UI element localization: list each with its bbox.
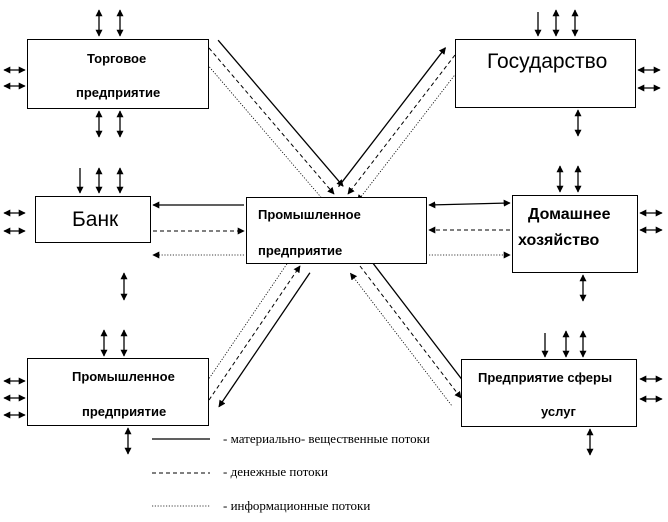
- link-state-info: [357, 62, 465, 202]
- node-services: [461, 359, 637, 427]
- link-state-material: [337, 47, 447, 188]
- node-center-line1: Промышленное: [258, 207, 361, 222]
- node-industrial-line2: предприятие: [82, 404, 167, 419]
- node-center-line2: предприятие: [258, 243, 343, 258]
- node-bank: [35, 196, 151, 243]
- node-state: [455, 39, 636, 108]
- node-household-line2: хозяйство: [518, 232, 600, 249]
- legend-material-label: - материально- вещественные потоки: [223, 431, 430, 446]
- node-center-industrial: [246, 197, 427, 264]
- link-trade-money: [208, 47, 335, 195]
- node-trade-line1: Торговое: [87, 51, 147, 66]
- link-industrial-material: [218, 272, 311, 408]
- node-industrial-line1: Промышленное: [72, 369, 175, 384]
- link-services-material: [369, 258, 472, 392]
- link-state-money: [347, 54, 456, 195]
- link-services-info: [350, 272, 452, 406]
- node-state-label: Государство: [487, 50, 608, 73]
- link-trade-info: [199, 55, 326, 203]
- node-bank-label: Банк: [72, 208, 119, 231]
- node-services-line2: услуг: [541, 404, 576, 419]
- link-trade-material: [217, 39, 344, 187]
- link-services-money: [359, 265, 462, 399]
- node-services-line1: Предприятие сферы: [478, 370, 613, 385]
- link-industrial-info: [198, 259, 291, 394]
- legend-money-label: - денежные потоки: [223, 464, 328, 479]
- node-trade-enterprise: [27, 39, 209, 109]
- node-trade-line2: предприятие: [76, 85, 161, 100]
- link-household-material: [428, 199, 511, 209]
- node-household: [512, 195, 638, 273]
- legend-info-label: - информационные потоки: [223, 498, 371, 513]
- node-industrial-bottom: [27, 358, 209, 426]
- link-industrial-money: [208, 265, 301, 401]
- node-household-line1: Домашнее: [528, 206, 611, 223]
